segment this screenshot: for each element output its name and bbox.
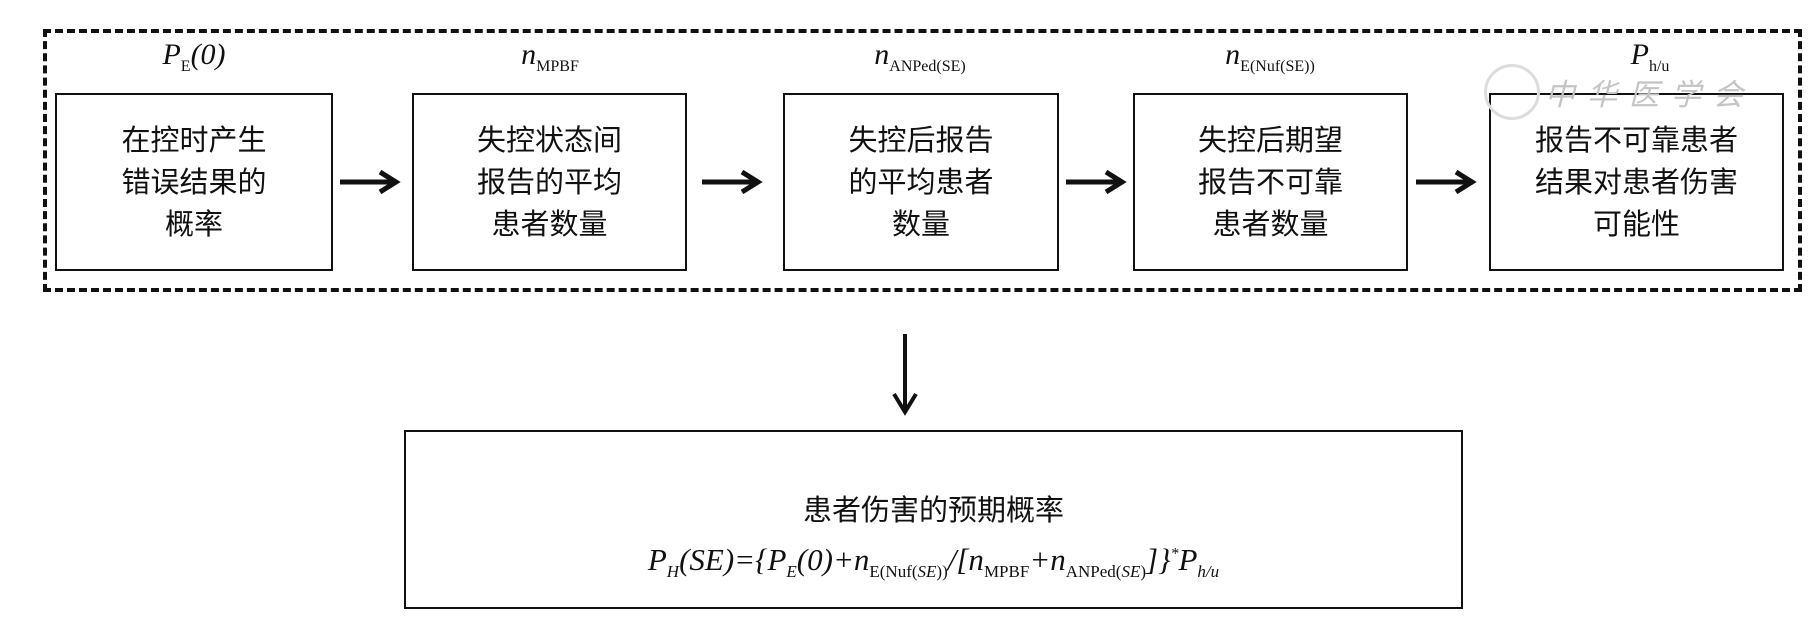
step-1-box: 在控时产生错误结果的概率 <box>55 93 333 271</box>
arrow-right-icon <box>1066 170 1127 194</box>
arrow-right-icon <box>1416 170 1477 194</box>
step-1-variable: PE(0) <box>162 38 226 75</box>
step-2-box: 失控状态间报告的平均患者数量 <box>412 93 687 271</box>
step-3-text: 失控后报告的平均患者数量 <box>848 123 994 241</box>
result-title: 患者伤害的预期概率 <box>802 493 1064 527</box>
watermark: 中华医学会 <box>1545 78 1755 113</box>
step-4-box: 失控后期望报告不可靠患者数量 <box>1133 93 1408 271</box>
step-2-text: 失控状态间报告的平均患者数量 <box>476 123 622 241</box>
step-4-text: 失控后期望报告不可靠患者数量 <box>1197 123 1343 241</box>
step-5-text: 报告不可靠患者结果对患者伤害可能性 <box>1534 123 1738 241</box>
step-2-variable: nMPBF <box>521 38 579 75</box>
result-formula: PH(SE)={PE(0)+nE(Nuf(SE))/[nMPBF+nANPed(… <box>647 542 1220 582</box>
step-5-box: 报告不可靠患者结果对患者伤害可能性 <box>1489 93 1784 271</box>
arrow-down-icon <box>892 334 918 416</box>
watermark-seal <box>1484 64 1540 120</box>
process-group-dashed-border <box>43 29 1802 292</box>
arrow-right-icon <box>702 170 763 194</box>
step-3-box: 失控后报告的平均患者数量 <box>783 93 1059 271</box>
arrow-right-icon <box>340 170 401 194</box>
step-3-variable: nANPed(SE) <box>874 38 966 75</box>
step-4-variable: nE(Nuf(SE)) <box>1225 38 1315 75</box>
result-box: 患者伤害的预期概率 PH(SE)={PE(0)+nE(Nuf(SE))/[nMP… <box>404 430 1463 609</box>
step-1-text: 在控时产生错误结果的概率 <box>121 123 267 241</box>
step-5-variable: Ph/u <box>1630 38 1670 75</box>
